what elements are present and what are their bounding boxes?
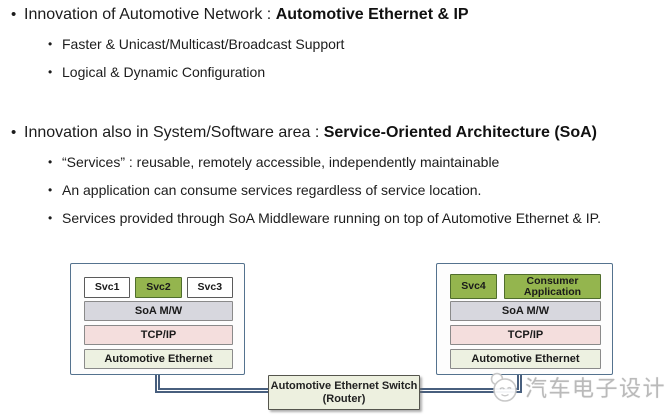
bullet-1-normal: Innovation of Automotive Network : bbox=[24, 6, 276, 23]
right-service-row: Svc4 Consumer Application bbox=[450, 274, 601, 299]
svc4-box: Svc4 bbox=[450, 274, 497, 299]
right-ethernet-layer: Automotive Ethernet bbox=[450, 349, 601, 369]
right-soa-mw-layer: SoA M/W bbox=[450, 301, 601, 321]
connector-right-elbow bbox=[420, 374, 522, 393]
watermark-text: 汽车电子设计 bbox=[525, 376, 667, 401]
switch-label-line1: Automotive Ethernet Switch bbox=[270, 379, 418, 392]
bullet-icon: • bbox=[48, 37, 53, 51]
bullet-icon: • bbox=[11, 6, 17, 23]
bullet-item-1: • Innovation of Automotive Network : Aut… bbox=[0, 5, 660, 24]
right-tcpip-layer: TCP/IP bbox=[450, 325, 601, 345]
bullet-2-text: Innovation also in System/Software area … bbox=[24, 123, 660, 142]
connector-left-elbow bbox=[155, 374, 268, 393]
bullet-item-2-sub-1: • “Services” : reusable, remotely access… bbox=[0, 154, 660, 171]
bullet-2-bold: Service-Oriented Architecture (SoA) bbox=[323, 124, 597, 141]
left-service-row: Svc1 Svc2 Svc3 bbox=[84, 277, 233, 298]
bullet-item-1-sub-1: • Faster & Unicast/Multicast/Broadcast S… bbox=[0, 36, 660, 53]
svc1-box: Svc1 bbox=[84, 277, 131, 298]
svc3-box: Svc3 bbox=[186, 277, 233, 298]
left-ecu-node: Svc1 Svc2 Svc3 SoA M/W TCP/IP Automotive… bbox=[70, 263, 245, 375]
bullet-item-2-sub-3: • Services provided through SoA Middlewa… bbox=[0, 210, 660, 227]
sub-bullet-text: Logical & Dynamic Configuration bbox=[62, 64, 266, 80]
left-ethernet-layer: Automotive Ethernet bbox=[84, 349, 233, 369]
watermark: 汽车电子设计 bbox=[486, 370, 666, 404]
sub-bullet-text: Services provided through SoA Middleware… bbox=[62, 210, 602, 226]
bullet-icon: • bbox=[48, 155, 53, 169]
bullet-item-1-sub-2: • Logical & Dynamic Configuration bbox=[0, 64, 660, 81]
left-soa-mw-layer: SoA M/W bbox=[84, 301, 233, 321]
bullet-icon: • bbox=[48, 183, 53, 197]
sub-bullet-text: “Services” : reusable, remotely accessib… bbox=[62, 154, 500, 170]
bullet-icon: • bbox=[11, 124, 17, 141]
consumer-application-box: Consumer Application bbox=[504, 274, 601, 299]
sub-bullet-text: An application can consume services rega… bbox=[62, 182, 482, 198]
right-ecu-node: Svc4 Consumer Application SoA M/W TCP/IP… bbox=[436, 263, 613, 375]
left-tcpip-layer: TCP/IP bbox=[84, 325, 233, 345]
sub-bullet-text: Faster & Unicast/Multicast/Broadcast Sup… bbox=[62, 36, 345, 52]
bullet-2-normal: Innovation also in System/Software area … bbox=[24, 124, 324, 141]
bullet-item-2-sub-2: • An application can consume services re… bbox=[0, 182, 660, 199]
bullet-item-2: • Innovation also in System/Software are… bbox=[0, 123, 660, 142]
svc2-box: Svc2 bbox=[135, 277, 182, 298]
switch-label-line2: (Router) bbox=[322, 392, 366, 405]
bullet-1-text: Innovation of Automotive Network : Autom… bbox=[24, 5, 660, 24]
bullet-icon: • bbox=[48, 211, 53, 225]
bullet-icon: • bbox=[48, 65, 53, 79]
bullet-1-bold: Automotive Ethernet & IP bbox=[275, 6, 469, 23]
ethernet-switch-box: Automotive Ethernet Switch (Router) bbox=[268, 375, 420, 410]
watermark-logo-icon bbox=[490, 372, 517, 402]
